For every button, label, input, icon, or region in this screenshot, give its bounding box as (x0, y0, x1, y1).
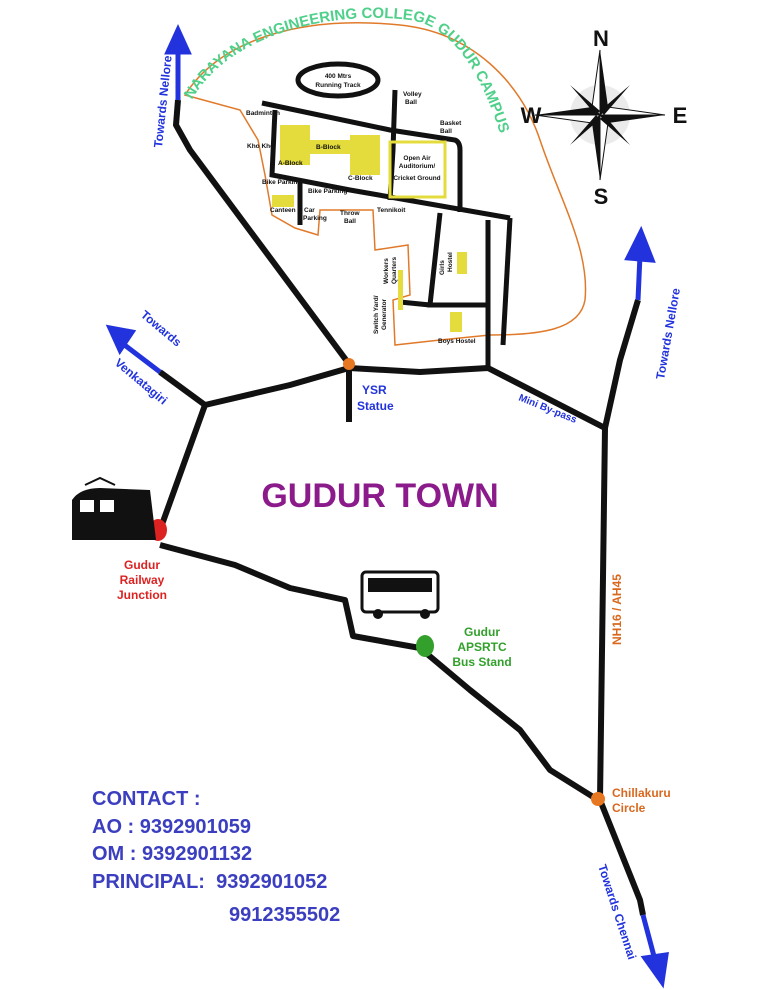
boys-hostel-label: Boys Hostel (438, 338, 476, 345)
contact-ao: AO : 9392901059 (92, 816, 251, 839)
tennikoit-label: Tennikoit (377, 207, 406, 214)
highway-label: NH16 / AH45 (610, 574, 624, 645)
ysr-statue-marker (343, 358, 355, 370)
bike-parking-label-1: Bike Parking (262, 179, 301, 186)
ysr-label-1: YSR (362, 383, 387, 397)
bus-label-2: APSRTC (457, 640, 507, 654)
principal-phone-alt[interactable]: 9912355502 (229, 904, 341, 926)
direction-arrows (105, 23, 669, 989)
kho-kho-label: Kho Kho (247, 143, 274, 150)
switch-yard-label-2: Generator (381, 298, 388, 330)
girls-hostel-label-2: Hostel (447, 252, 454, 272)
chillakuru-marker (591, 792, 605, 806)
compass-s: S (594, 184, 609, 209)
canteen-label: Canteen (270, 207, 296, 214)
running-track (295, 61, 381, 99)
buildings (272, 125, 467, 332)
railway-label-2: Railway (120, 573, 165, 587)
car-parking-label-1: Car (304, 207, 315, 214)
chillakuru-label-1: Chillakuru (612, 786, 671, 800)
track-label-1: 400 Mtrs (325, 73, 352, 80)
ysr-label-2: Statue (357, 399, 394, 413)
towards-venkatagiri-1: Towards (138, 308, 184, 350)
arrow-up-left-icon (105, 324, 137, 356)
compass-n: N (593, 26, 609, 51)
bus-icon (360, 570, 440, 619)
basket-label-2: Ball (440, 128, 452, 135)
auditorium-label-3: Cricket Ground (393, 175, 440, 182)
town-title: GUDUR TOWN (261, 477, 498, 515)
railway-label-1: Gudur (124, 558, 160, 572)
arrow-up-icon (624, 225, 656, 263)
train-icon (72, 476, 156, 540)
bus-stand-marker (416, 635, 434, 657)
campus-name: NARAYANA ENGINEERING COLLEGE GUDUR CAMPU… (181, 5, 513, 135)
ao-label: AO : (92, 816, 135, 838)
contact-om: OM : 9392901132 (92, 843, 252, 866)
railway-label-3: Junction (117, 588, 167, 602)
badminton-label: Badminton (246, 110, 280, 117)
towards-nellore-right: Towards Nellore (653, 287, 683, 381)
bus-label-1: Gudur (464, 625, 500, 639)
arrow-down-icon (640, 952, 669, 989)
towards-venkatagiri-2: Venkatagiri (112, 356, 170, 408)
chillakuru-label-2: Circle (612, 801, 646, 815)
compass-w: W (521, 103, 542, 128)
contact-heading: CONTACT : (92, 788, 201, 810)
workers-label-2: Quarters (391, 257, 398, 284)
basket-label-1: Basket (440, 120, 462, 127)
girls-hostel-label-1: Girls (439, 260, 446, 275)
car-parking-label-2: Parking (303, 215, 327, 222)
om-phone[interactable]: 9392901132 (142, 843, 253, 865)
campus-roads (261, 89, 513, 368)
throw-ball-label-2: Ball (344, 218, 356, 225)
bike-parking-label-2: Bike Parking (308, 188, 347, 195)
ao-phone[interactable]: 9392901059 (139, 816, 252, 838)
towards-nellore-left: Towards Nellore (151, 55, 175, 149)
arrow-up-icon (164, 23, 192, 55)
a-block-label: A-Block (278, 160, 303, 167)
workers-label-1: Workers (383, 258, 390, 284)
auditorium-label-2: Auditorium/ (399, 163, 436, 170)
throw-ball-label-1: Throw (340, 210, 360, 217)
switch-yard-label-1: Switch Yard/ (373, 295, 380, 334)
bus-label-3: Bus Stand (452, 655, 511, 669)
principal-phone[interactable]: 9392901052 (216, 871, 328, 893)
om-label: OM : (92, 843, 137, 865)
volley-label-1: Volley (403, 91, 422, 98)
campus-boundary (183, 22, 587, 346)
track-label-2: Running Track (315, 82, 361, 89)
auditorium-label-1: Open Air (403, 155, 431, 162)
volley-label-2: Ball (405, 99, 417, 106)
compass-e: E (673, 103, 688, 128)
contact-principal: PRINCIPAL: 9392901052 (92, 871, 327, 894)
campus-labels: 400 Mtrs Running Track Badminton Kho Kho… (246, 73, 476, 345)
main-roads (157, 99, 646, 916)
b-block-label: B-Block (316, 144, 341, 151)
c-block-label: C-Block (348, 175, 373, 182)
principal-label: PRINCIPAL: (92, 871, 205, 893)
campus-name-path: NARAYANA ENGINEERING COLLEGE GUDUR CAMPU… (181, 5, 513, 135)
compass-rose-icon (534, 49, 666, 181)
